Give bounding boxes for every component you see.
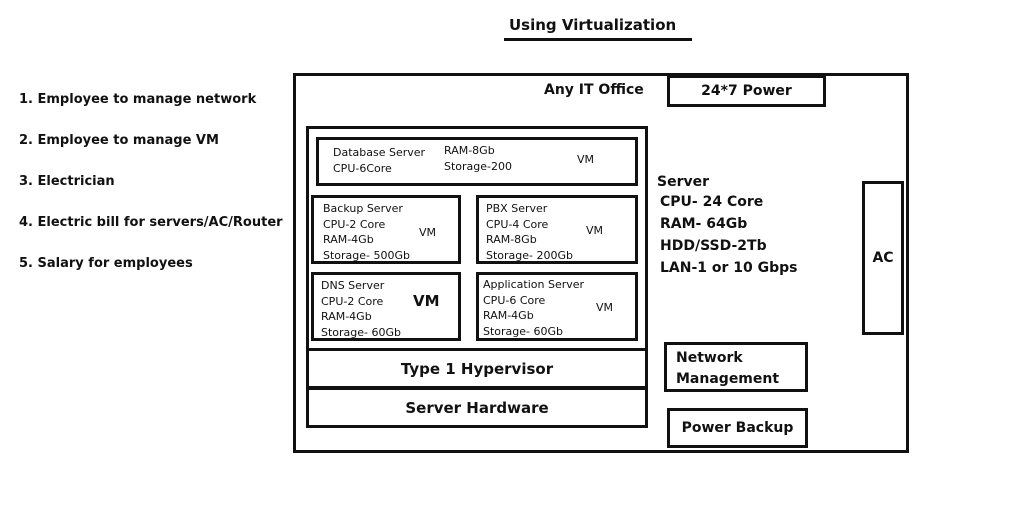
vm-backup-lines: Backup Server CPU-2 Core RAM-4Gb Storage…: [323, 201, 410, 263]
network-management-box: Network Management: [664, 342, 808, 392]
hypervisor-layer: Type 1 Hypervisor: [306, 348, 648, 389]
title-underline: [504, 38, 692, 41]
vm-storage: Storage- 200Gb: [486, 248, 574, 262]
vm-tag: VM: [413, 292, 440, 310]
vm-application-lines: Application Server CPU-6 Core RAM-4Gb St…: [483, 277, 584, 339]
list-item: 2. Employee to manage VM: [19, 133, 219, 148]
vm-tag: VM: [577, 153, 595, 166]
list-item: 4. Electric bill for servers/AC/Router: [19, 215, 283, 230]
vm-tag: VM: [419, 226, 437, 239]
vm-cpu: CPU-2 Core: [321, 294, 384, 308]
vm-ram: RAM-8Gb: [486, 233, 537, 246]
vm-database-server: Database Server CPU-6Core RAM-8Gb Storag…: [316, 137, 638, 186]
page-title: Using Virtualization: [509, 16, 677, 34]
vm-backup-server: Backup Server CPU-2 Core RAM-4Gb Storage…: [311, 195, 461, 264]
spec-lan: LAN-1 or 10 Gbps: [660, 260, 798, 276]
vm-dns-server: DNS Server CPU-2 Core RAM-4Gb Storage- 6…: [311, 272, 461, 341]
vm-storage: Storage- 500Gb: [323, 248, 411, 262]
vm-database-col2: RAM-8Gb Storage-200: [444, 143, 512, 174]
power-backup-box: Power Backup: [667, 408, 808, 448]
power-24x7-box: 24*7 Power: [667, 75, 826, 107]
vm-cpu: CPU-2 Core: [323, 217, 386, 231]
vm-tag: VM: [596, 301, 614, 314]
vm-database-col1: Database Server CPU-6Core: [333, 145, 425, 176]
vm-dns-lines: DNS Server CPU-2 Core RAM-4Gb Storage- 6…: [321, 278, 401, 340]
ac-box: AC: [862, 181, 904, 335]
hypervisor-label: Type 1 Hypervisor: [400, 359, 554, 378]
vm-cpu: CPU-4 Core: [486, 217, 549, 231]
vm-name: Database Server: [333, 146, 426, 159]
network-management-label: Network Management: [676, 350, 780, 387]
vm-ram: RAM-4Gb: [483, 309, 534, 322]
vm-ram: RAM-8Gb: [444, 144, 495, 157]
vm-storage: Storage- 60Gb: [321, 325, 402, 339]
vm-storage: Storage- 60Gb: [483, 324, 564, 338]
vm-ram: RAM-4Gb: [321, 310, 372, 323]
vm-pbx-server: PBX Server CPU-4 Core RAM-8Gb Storage- 2…: [476, 195, 638, 264]
vm-name: PBX Server: [486, 202, 548, 215]
vm-ram: RAM-4Gb: [323, 233, 374, 246]
list-item: 3. Electrician: [19, 174, 115, 189]
spec-cpu: CPU- 24 Core: [660, 194, 764, 210]
ac-label: AC: [872, 250, 894, 266]
cost-list: 1. Employee to manage network 2. Employe…: [19, 92, 283, 297]
it-office-label: Any IT Office: [544, 82, 644, 98]
vm-name: Backup Server: [323, 202, 403, 215]
hardware-layer: Server Hardware: [306, 387, 648, 428]
vm-cpu: CPU-6 Core: [483, 293, 546, 307]
server-specs: CPU- 24 Core RAM- 64Gb HDD/SSD-2Tb LAN-1…: [660, 191, 798, 279]
vm-tag: VM: [586, 224, 604, 237]
vm-pbx-lines: PBX Server CPU-4 Core RAM-8Gb Storage- 2…: [486, 201, 573, 263]
vm-name: Application Server: [483, 278, 585, 291]
list-item: 5. Salary for employees: [19, 256, 193, 271]
vm-name: DNS Server: [321, 279, 385, 292]
spec-storage: HDD/SSD-2Tb: [660, 238, 767, 254]
vm-application-server: Application Server CPU-6 Core RAM-4Gb St…: [476, 272, 638, 341]
power-24x7-label: 24*7 Power: [701, 83, 792, 99]
spec-ram: RAM- 64Gb: [660, 216, 748, 232]
vm-cpu: CPU-6Core: [333, 161, 392, 175]
power-backup-label: Power Backup: [681, 420, 794, 436]
server-label: Server: [657, 174, 710, 190]
vm-storage: Storage-200: [444, 159, 513, 173]
hardware-label: Server Hardware: [405, 398, 549, 417]
list-item: 1. Employee to manage network: [19, 92, 257, 107]
